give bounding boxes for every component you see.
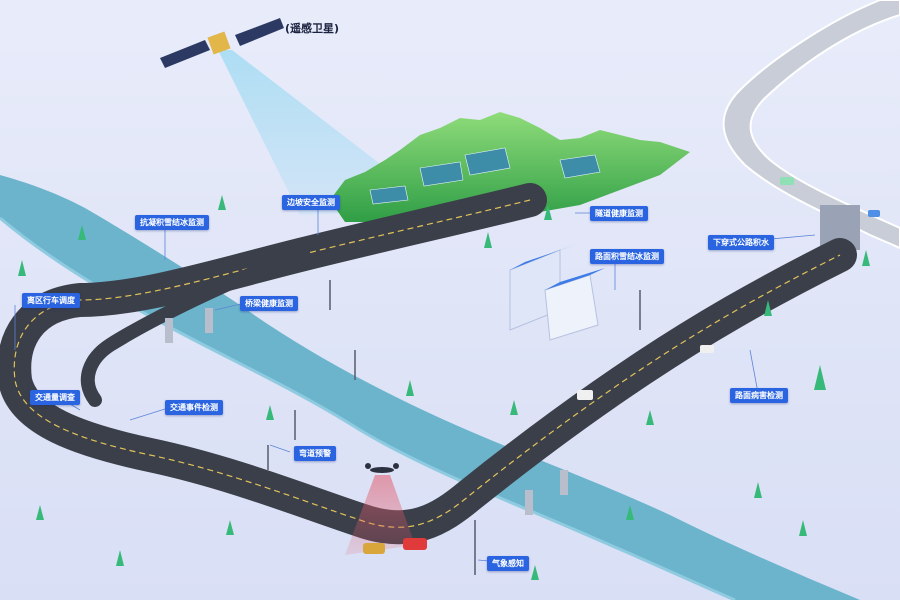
control-buildings [509, 245, 605, 341]
satellite [160, 18, 284, 68]
river [0, 175, 860, 600]
callout-traffic-survey: 交通量调查 [30, 390, 80, 405]
callout-underpass-water: 下穿式公路积水 [708, 235, 774, 250]
satellite-label: (遥感卫星) [285, 22, 340, 35]
vehicles [363, 177, 880, 554]
trees [18, 195, 870, 580]
callout-pavement-defect: 路面病害检测 [730, 388, 788, 403]
sensor-poles [267, 280, 641, 575]
drone-beam [345, 475, 415, 555]
callout-incident-detection: 交通事件检测 [165, 400, 223, 415]
callout-tunnel-health: 隧道健康监测 [590, 206, 648, 221]
callout-slope-safety: 边坡安全监测 [282, 195, 340, 210]
drone [365, 463, 399, 473]
inner-ramp [80, 248, 307, 407]
callout-anti-icing: 抗凝积雪结冰监测 [135, 215, 209, 230]
flyover [722, 0, 900, 250]
callout-curve-warning: 弯道预警 [294, 446, 336, 461]
callout-dispatch: 离区行车调度 [22, 293, 80, 308]
callout-road-icing: 路面积雪结冰监测 [590, 249, 664, 264]
bridge-piers [165, 308, 568, 515]
callout-bridge-health: 桥梁健康监测 [240, 296, 298, 311]
solar-panels [369, 147, 601, 205]
callout-weather: 气象感知 [487, 556, 529, 571]
